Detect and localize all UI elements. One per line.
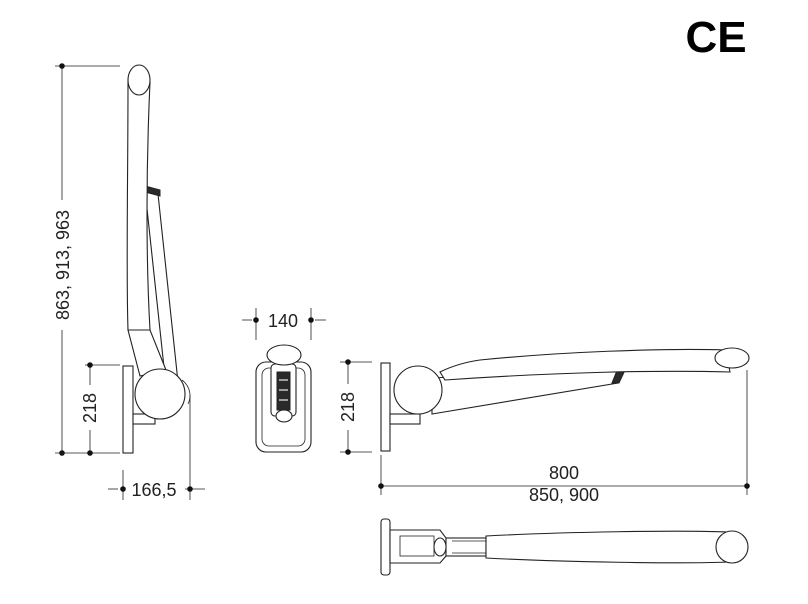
wall-plate [122, 365, 134, 454]
dim-dot [87, 450, 93, 456]
hinge-disc [134, 368, 186, 420]
dim-dot [308, 317, 314, 323]
dim-label-side-bracket: 218 [80, 393, 100, 423]
hinge-disc-h [393, 365, 443, 415]
dim-dot [87, 362, 93, 368]
main-arm [126, 79, 151, 331]
dim-dot [59, 63, 65, 69]
dim-dot [378, 483, 384, 489]
dim-label-side-depth: 166,5 [131, 480, 176, 500]
dim-dot [345, 449, 351, 455]
plate-connector-h [389, 413, 421, 425]
dim-dot [744, 483, 750, 489]
dim-dot [253, 317, 259, 323]
front-view: 140 218 [242, 308, 372, 455]
dim-dot [187, 486, 193, 492]
arm-end-cap [127, 64, 151, 96]
arm-end-cap-top [715, 530, 749, 564]
main-arm-top [485, 530, 729, 564]
dim-label-length-1: 800 [549, 463, 579, 483]
horizontal-view: 800 850, 900 [378, 347, 750, 505]
front-screw [275, 409, 293, 423]
dim-dot [345, 359, 351, 365]
dim-label-front-bracket: 218 [338, 392, 358, 422]
dim-label-side-height: 863, 913, 963 [53, 210, 73, 320]
main-arm-h [439, 348, 731, 381]
front-arm-cap [266, 344, 302, 366]
arm-end-cap-h [714, 347, 750, 369]
shaft-collar [433, 537, 447, 557]
hinge-edge [181, 379, 191, 405]
dim-label-length-2: 850, 900 [529, 485, 599, 505]
top-view [380, 518, 749, 576]
wall-plate-top [380, 518, 391, 576]
wall-plate-h [380, 362, 391, 452]
ce-mark: CE [685, 13, 746, 62]
side-view: 863, 913, 963 218 166,5 [53, 63, 205, 500]
front-hinge-slot [276, 371, 291, 411]
dim-dot [120, 486, 126, 492]
dim-label-front-width: 140 [268, 311, 298, 331]
